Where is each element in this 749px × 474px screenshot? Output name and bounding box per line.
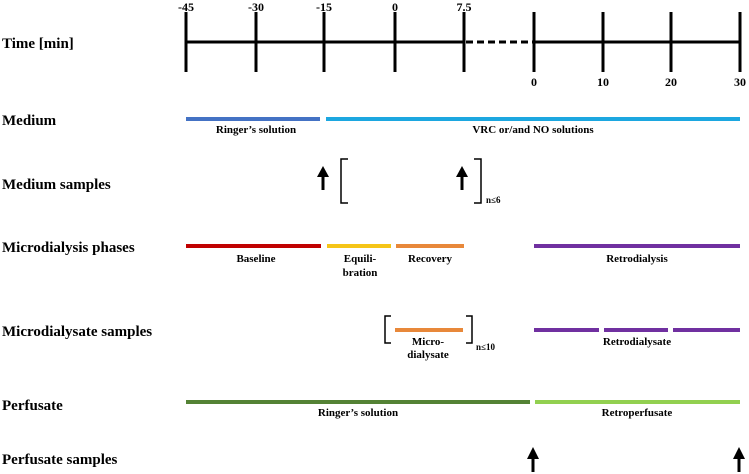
medium-ringer-label: Ringer’s solution — [216, 124, 296, 136]
tick-label-retro-20: 20 — [665, 75, 677, 89]
row-label-time: Time [min] — [2, 36, 74, 52]
medium-samples-close-bracket — [474, 158, 482, 204]
perfusate-sample-arrow-2 — [733, 447, 745, 472]
medium-samples-count: n≤6 — [486, 195, 501, 205]
medium-vrc-label: VRC or/and NO solutions — [472, 124, 594, 136]
recovery-label: Recovery — [408, 253, 452, 265]
time-axis: -45 -30 -15 0 7.5 0 10 20 30 — [178, 0, 746, 89]
retrodialysis-label: Retrodialysis — [606, 253, 668, 265]
tick-label-retro-0: 0 — [531, 75, 537, 89]
tick-label-minus-15: -15 — [316, 0, 332, 14]
row-label-perfusate-samples: Perfusate samples — [2, 452, 118, 468]
microdialysate-open-bracket — [384, 315, 391, 344]
microdialysate-label-line2: dialysate — [407, 349, 449, 361]
microdialysate-close-bracket — [466, 315, 473, 344]
tick-label-7-5: 7.5 — [457, 0, 472, 14]
row-label-medium-samples: Medium samples — [2, 177, 111, 193]
tick-label-retro-10: 10 — [597, 75, 609, 89]
medium-sample-arrow-2 — [456, 166, 468, 190]
perfusate-ringer-label: Ringer’s solution — [318, 407, 398, 419]
equilibration-label-line1: Equili- — [344, 253, 377, 265]
retroperfusate-label: Retroperfusate — [602, 407, 673, 419]
row-label-perfusate: Perfusate — [2, 398, 63, 414]
perfusate-sample-arrow-1 — [527, 447, 539, 472]
tick-label-minus-30: -30 — [248, 0, 264, 14]
medium-sample-arrow-1 — [317, 166, 329, 190]
row-label-medium: Medium — [2, 113, 57, 129]
microdialysate-count: n≤10 — [476, 342, 495, 352]
retrodialysate-label: Retrodialysate — [603, 336, 671, 348]
tick-label-0: 0 — [392, 0, 398, 14]
equilibration-label-line2: bration — [343, 267, 378, 279]
tick-label-minus-45: -45 — [178, 0, 194, 14]
medium-samples-open-bracket — [340, 158, 348, 204]
row-label-microdialysis-phases: Microdialysis phases — [2, 240, 135, 256]
tick-label-retro-30: 30 — [734, 75, 746, 89]
microdialysate-label-line1: Micro- — [412, 336, 445, 348]
baseline-label: Baseline — [236, 253, 275, 265]
row-label-microdialysate-samples: Microdialysate samples — [2, 324, 152, 340]
